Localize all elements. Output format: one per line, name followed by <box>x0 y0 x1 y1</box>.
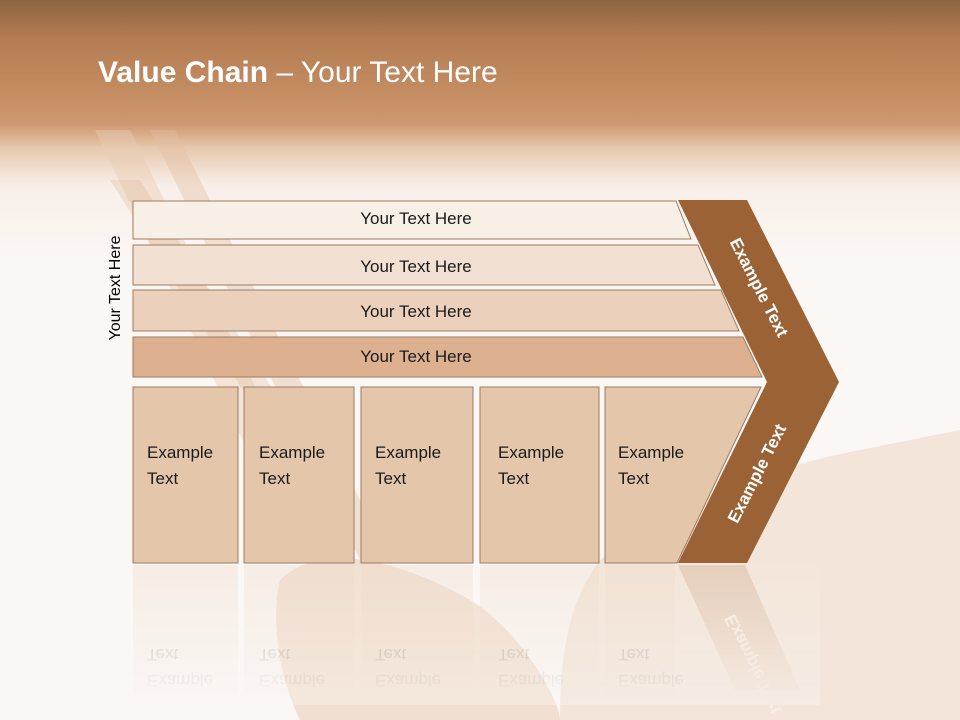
bar-4[interactable] <box>132 336 763 378</box>
column-2-line2: Text <box>259 469 290 488</box>
column-2-line1: Example <box>259 443 325 462</box>
bar-3[interactable] <box>132 289 740 332</box>
bar-2-label: Your Text Here <box>360 257 472 276</box>
column-5-line1: Example <box>618 443 684 462</box>
bar-1-label: Your Text Here <box>360 209 472 228</box>
column-4[interactable] <box>479 386 600 564</box>
bar-4-label: Your Text Here <box>360 347 472 366</box>
column-5-line2: Text <box>618 469 649 488</box>
column-1[interactable] <box>132 386 239 564</box>
chevron-arrow[interactable] <box>678 200 839 563</box>
column-5[interactable] <box>604 386 762 564</box>
column-4-line1: Example <box>498 443 564 462</box>
column-3-line1: Example <box>375 443 441 462</box>
slide-title: Value Chain – Your Text Here <box>98 56 498 89</box>
column-1-line2: Text <box>147 469 178 488</box>
bar-1[interactable] <box>132 200 692 240</box>
column-1-line1: Example <box>147 443 213 462</box>
column-3[interactable] <box>360 386 474 564</box>
column-4-line2: Text <box>498 469 529 488</box>
bar-2[interactable] <box>132 244 716 286</box>
column-2[interactable] <box>243 386 355 564</box>
bar-3-label: Your Text Here <box>360 302 472 321</box>
diagram-reflection: Example Text Example Text Example Text E… <box>120 565 820 718</box>
column-3-line2: Text <box>375 469 406 488</box>
